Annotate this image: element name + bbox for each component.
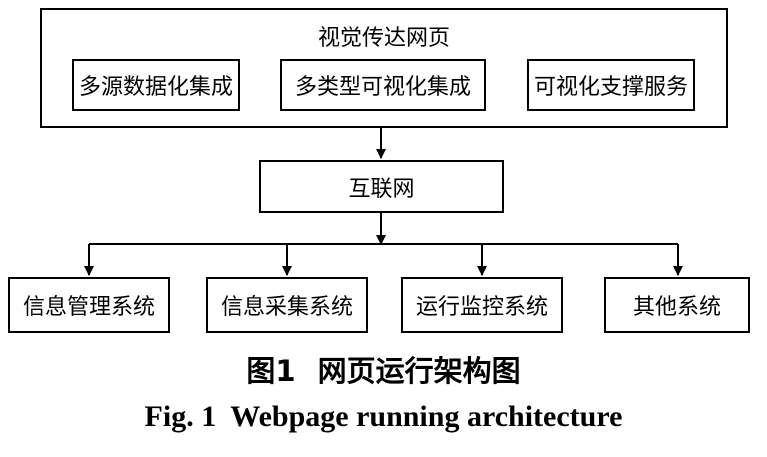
operation-monitoring-system-box: 运行监控系统 xyxy=(401,277,563,333)
multi-source-data-integration-box: 多源数据化集成 xyxy=(72,59,240,111)
figure-number-en: Fig. 1 xyxy=(144,400,217,433)
figure-number-zh: 图1 xyxy=(246,354,296,388)
information-management-system-box: 信息管理系统 xyxy=(8,277,170,333)
figure-title-en: Webpage running architecture xyxy=(230,400,623,433)
visual-webpage-title: 视觉传达网页 xyxy=(317,26,450,51)
internet-box: 互联网 xyxy=(259,160,504,213)
multi-type-visualization-integration-box: 多类型可视化集成 xyxy=(280,59,486,111)
information-collection-system-box: 信息采集系统 xyxy=(206,277,368,333)
visualization-support-service-box: 可视化支撑服务 xyxy=(527,59,695,111)
figure-caption-english: Fig. 1 Webpage running architecture xyxy=(0,400,767,434)
figure-caption-chinese: 图1 网页运行架构图 xyxy=(0,348,767,390)
figure-title-zh: 网页运行架构图 xyxy=(317,354,521,388)
other-systems-box: 其他系统 xyxy=(604,277,750,333)
